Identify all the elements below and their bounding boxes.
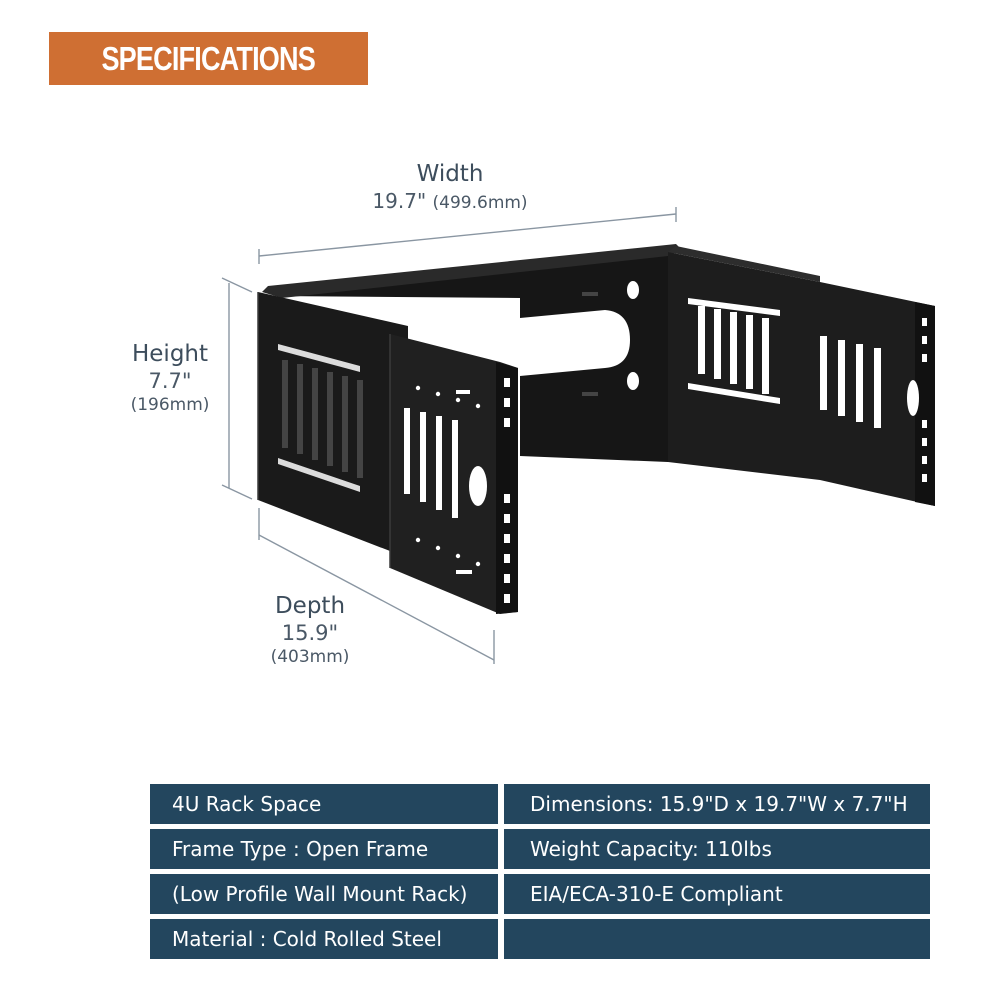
spec-cell-empty	[504, 919, 930, 959]
specifications-table: 4U Rack Space Dimensions: 15.9"D x 19.7"…	[150, 784, 930, 959]
spec-cell-material: Material : Cold Rolled Steel	[150, 919, 498, 959]
dimension-lines	[221, 207, 677, 664]
depth-dimension-line	[258, 534, 495, 661]
wall-mount-rack	[257, 244, 935, 614]
depth-mm: (403mm)	[270, 647, 350, 667]
width-dimension-line	[258, 213, 677, 257]
height-mm: (196mm)	[130, 395, 210, 415]
depth-dimension-label: Depth 15.9" (403mm)	[235, 592, 385, 668]
width-dimension-label: Width 19.7" (499.6mm)	[340, 160, 560, 216]
specifications-banner: SPECIFICATIONS	[49, 32, 368, 85]
spec-cell-weight-capacity: Weight Capacity: 110lbs	[504, 829, 930, 869]
spec-cell-frame-type: Frame Type : Open Frame	[150, 829, 498, 869]
right-panel-vents	[688, 298, 881, 428]
depth-inches: 15.9"	[281, 621, 339, 645]
depth-label: Depth	[274, 593, 346, 619]
left-panel-vents	[404, 408, 487, 518]
height-dimension-label: Height 7.7" (196mm)	[100, 340, 240, 416]
width-mm: (499.6mm)	[432, 193, 528, 213]
width-inches: 19.7"	[372, 189, 427, 213]
banner-title: SPECIFICATIONS	[101, 39, 316, 77]
height-label: Height	[131, 341, 209, 367]
spec-cell-rack-profile: (Low Profile Wall Mount Rack)	[150, 874, 498, 914]
height-inches: 7.7"	[148, 369, 192, 393]
spec-cell-dimensions: Dimensions: 15.9"D x 19.7"W x 7.7"H	[504, 784, 930, 824]
spec-cell-compliance: EIA/ECA-310-E Compliant	[504, 874, 930, 914]
width-label: Width	[416, 161, 484, 187]
spec-cell-rack-space: 4U Rack Space	[150, 784, 498, 824]
